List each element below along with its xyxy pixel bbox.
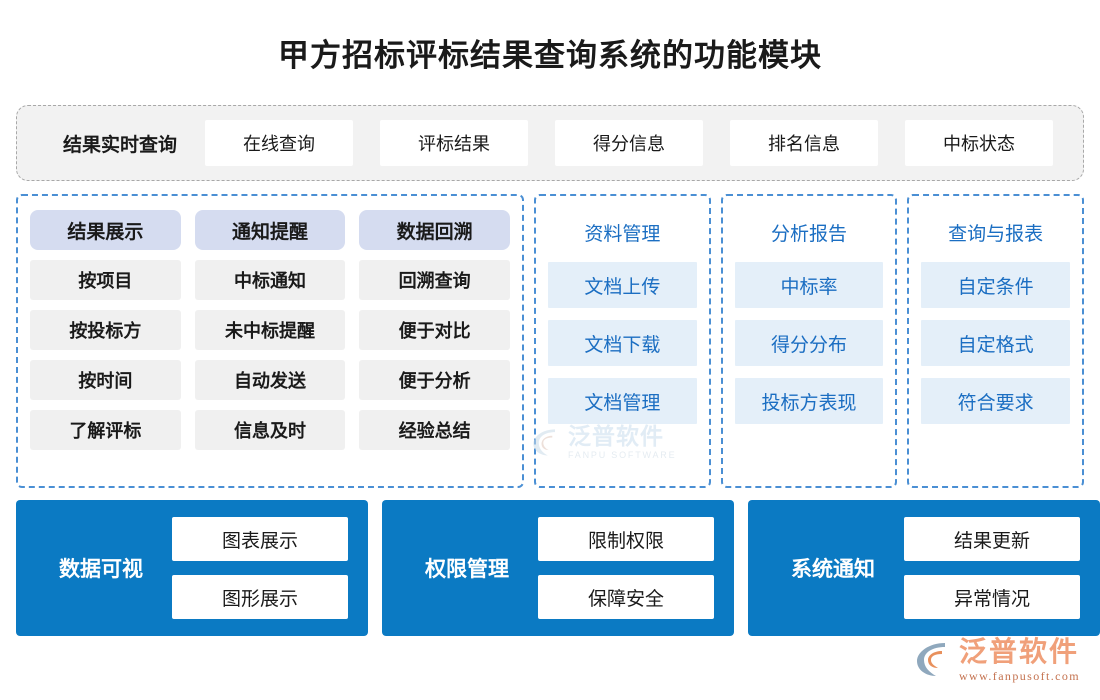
bottom-chip-list-permission-management: 限制权限 保障安全	[532, 517, 714, 619]
bottom-chip-list-data-visualization: 图表展示 图形展示	[166, 517, 348, 619]
column-item-auto-send[interactable]: 自动发送	[194, 360, 346, 400]
bottom-box-data-visualization: 数据可视 图表展示 图形展示	[16, 500, 368, 636]
bottom-box-system-notification: 系统通知 结果更新 异常情况	[748, 500, 1100, 636]
column-item-easy-compare[interactable]: 便于对比	[359, 310, 511, 350]
group-head-document-management: 资料管理	[584, 223, 661, 245]
bottom-label-permission-management: 权限管理	[425, 557, 509, 581]
group-item-document-manage[interactable]: 文档管理	[548, 378, 697, 424]
group-item-document-upload[interactable]: 文档上传	[548, 262, 697, 308]
group-analysis-report: 分析报告 中标率 得分分布 投标方表现	[720, 194, 898, 488]
top-chip-online-query[interactable]: 在线查询	[205, 120, 353, 166]
column-item-understand-evaluation[interactable]: 了解评标	[30, 410, 181, 450]
column-data-traceback: 数据回溯 回溯查询 便于对比 便于分析 经验总结	[359, 210, 511, 472]
bottom-label-data-visualization: 数据可视	[59, 557, 143, 581]
bottom-chip-graphic-display[interactable]: 图形展示	[172, 575, 348, 619]
top-chip-evaluation-result[interactable]: 评标结果	[380, 120, 528, 166]
group-item-score-distribution[interactable]: 得分分布	[734, 320, 884, 366]
group-item-custom-format[interactable]: 自定格式	[921, 320, 1071, 366]
group-head-analysis-report: 分析报告	[771, 223, 848, 245]
brand-logo: 泛普软件 www.fanpusoft.com	[913, 637, 1080, 684]
bottom-chip-result-update[interactable]: 结果更新	[904, 517, 1080, 561]
top-band-label: 结果实时查询	[62, 134, 177, 156]
column-head-data-traceback[interactable]: 数据回溯	[359, 210, 511, 250]
column-item-lose-reminder[interactable]: 未中标提醒	[194, 310, 346, 350]
group-item-custom-condition[interactable]: 自定条件	[921, 262, 1071, 308]
column-notification-reminder: 通知提醒 中标通知 未中标提醒 自动发送 信息及时	[194, 210, 346, 472]
group-document-management: 资料管理 文档上传 文档下载 文档管理	[534, 194, 711, 488]
bottom-box-permission-management: 权限管理 限制权限 保障安全	[382, 500, 734, 636]
column-item-by-project[interactable]: 按项目	[30, 260, 181, 300]
bottom-chip-chart-display[interactable]: 图表展示	[172, 517, 348, 561]
bottom-chip-restrict-permission[interactable]: 限制权限	[538, 517, 714, 561]
bottom-chip-abnormal-situation[interactable]: 异常情况	[904, 575, 1080, 619]
group-item-meet-requirement[interactable]: 符合要求	[921, 378, 1071, 424]
bottom-chip-list-system-notification: 结果更新 异常情况	[898, 517, 1080, 619]
group-head-query-and-report: 查询与报表	[948, 223, 1044, 245]
column-item-traceback-query[interactable]: 回溯查询	[359, 260, 511, 300]
top-chip-score-info[interactable]: 得分信息	[555, 120, 703, 166]
group-item-document-download[interactable]: 文档下载	[548, 320, 697, 366]
column-item-experience-summary[interactable]: 经验总结	[359, 410, 511, 450]
column-item-timely-info[interactable]: 信息及时	[194, 410, 346, 450]
column-result-display: 结果展示 按项目 按投标方 按时间 了解评标	[30, 210, 181, 472]
column-head-result-display[interactable]: 结果展示	[30, 210, 181, 250]
brand-name: 泛普软件	[958, 636, 1079, 667]
group-item-win-rate[interactable]: 中标率	[734, 262, 884, 308]
top-band-chip-list: 在线查询 评标结果 得分信息 排名信息 中标状态	[205, 120, 1065, 166]
top-chip-bid-status[interactable]: 中标状态	[905, 120, 1053, 166]
column-item-win-notice[interactable]: 中标通知	[194, 260, 346, 300]
top-chip-ranking-info[interactable]: 排名信息	[730, 120, 878, 166]
bottom-label-system-notification: 系统通知	[791, 557, 875, 581]
middle-groups-row: 结果展示 按项目 按投标方 按时间 了解评标 通知提醒 中标通知 未中标提醒 自…	[16, 194, 1085, 488]
brand-text: 泛普软件 www.fanpusoft.com	[959, 637, 1080, 684]
fanpu-brand-icon	[913, 639, 953, 679]
group-query-and-report: 查询与报表 自定条件 自定格式 符合要求	[907, 194, 1085, 488]
column-item-by-time[interactable]: 按时间	[30, 360, 181, 400]
page-title: 甲方招标评标结果查询系统的功能模块	[278, 38, 822, 73]
brand-url: www.fanpusoft.com	[958, 669, 1080, 683]
group-display-notify-trace: 结果展示 按项目 按投标方 按时间 了解评标 通知提醒 中标通知 未中标提醒 自…	[16, 194, 524, 488]
column-item-by-bidder[interactable]: 按投标方	[30, 310, 181, 350]
column-item-easy-analyze[interactable]: 便于分析	[359, 360, 511, 400]
group-item-bidder-performance[interactable]: 投标方表现	[734, 378, 884, 424]
bottom-chip-ensure-security[interactable]: 保障安全	[538, 575, 714, 619]
top-band-result-realtime-query: 结果实时查询 在线查询 评标结果 得分信息 排名信息 中标状态	[16, 105, 1084, 181]
bottom-modules-row: 数据可视 图表展示 图形展示 权限管理 限制权限 保障安全 系统通知 结果更新 …	[16, 500, 1100, 636]
column-head-notification-reminder[interactable]: 通知提醒	[194, 210, 346, 250]
